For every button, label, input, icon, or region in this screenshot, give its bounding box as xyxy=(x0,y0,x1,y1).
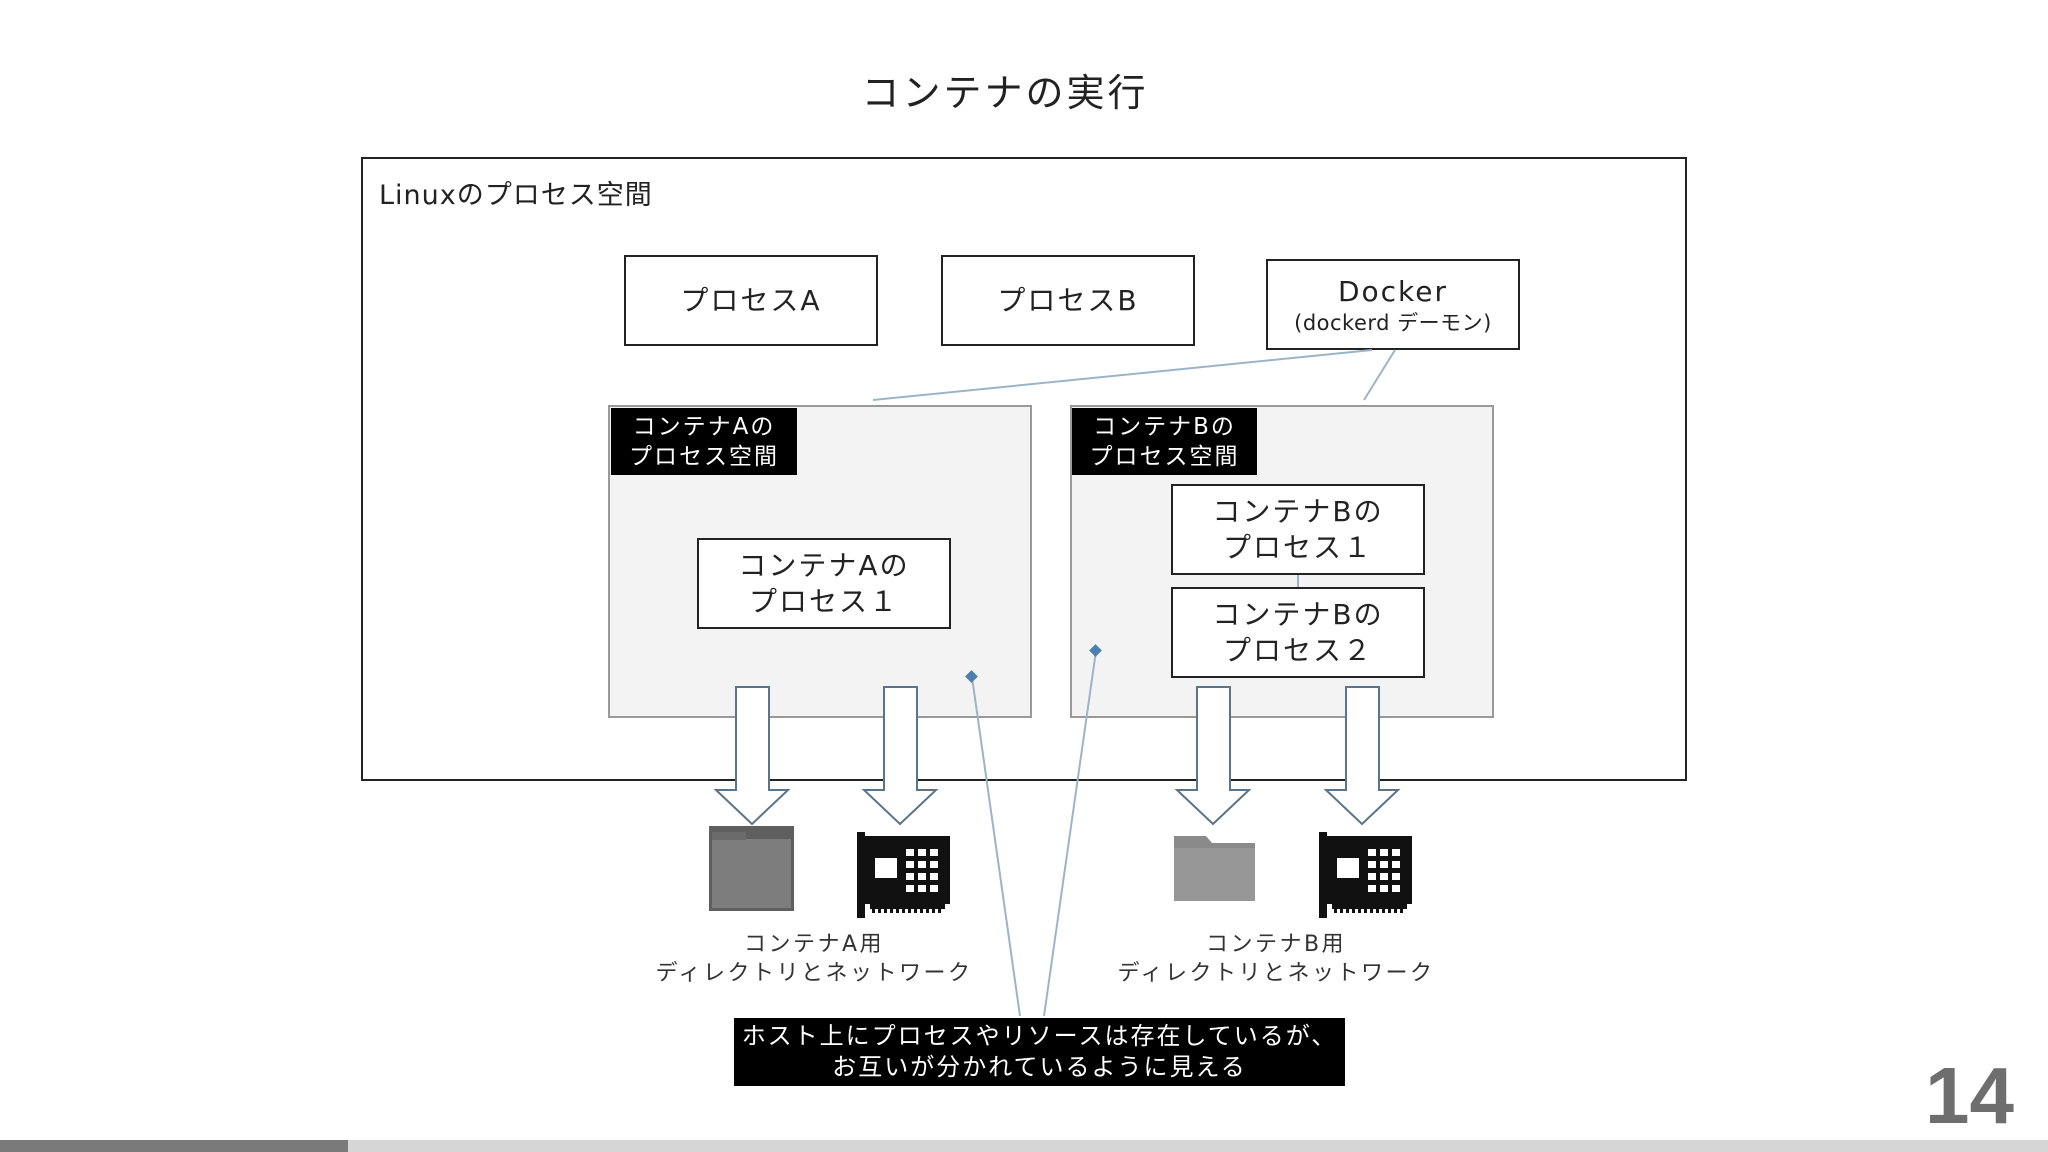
container-a-namespace-label-line1: コンテナAの xyxy=(632,413,776,440)
container-b-process-1-line1: コンテナBの xyxy=(1212,494,1384,528)
container-a-resources-line2: ディレクトリとネットワーク xyxy=(655,961,973,986)
network-card-icon xyxy=(857,832,950,918)
docker-daemon-box: Docker (dockerd デーモン) xyxy=(1266,259,1520,350)
callout-pointer-b xyxy=(1043,650,1097,1017)
container-b-process-1-box: コンテナBの プロセス１ xyxy=(1171,484,1425,575)
docker-to-container-a-connector xyxy=(872,349,1373,401)
docker-to-container-b-connector xyxy=(1363,349,1396,401)
callout-pointer-a-marker xyxy=(965,670,978,683)
arrow-b-directory xyxy=(1174,686,1252,826)
folder-icon xyxy=(709,826,794,911)
dockerd-label: (dockerd デーモン) xyxy=(1294,310,1492,335)
container-a-process-1-line2: プロセス１ xyxy=(748,584,899,618)
container-b-process-2-box: コンテナBの プロセス２ xyxy=(1171,587,1425,678)
callout-pointer-b-marker xyxy=(1089,644,1102,657)
container-b-process-2-line1: コンテナBの xyxy=(1212,597,1384,631)
container-a-namespace-label: コンテナAの プロセス空間 xyxy=(611,408,797,475)
process-a-box: プロセスA xyxy=(624,255,878,346)
process-b-box: プロセスB xyxy=(941,255,1195,346)
arrow-a-network xyxy=(861,686,939,826)
process-a-label: プロセスA xyxy=(680,283,822,317)
container-b-resources-line1: コンテナB用 xyxy=(1205,932,1347,957)
callout-pointer-a xyxy=(971,676,1021,1017)
container-b-resources-label: コンテナB用 ディレクトリとネットワーク xyxy=(1096,930,1456,988)
arrow-b-network xyxy=(1323,686,1401,826)
container-b-process-2-line2: プロセス２ xyxy=(1222,633,1373,667)
container-a-resources-line1: コンテナA用 xyxy=(743,932,885,957)
network-card-icon xyxy=(1319,832,1412,918)
callout-line2: お互いが分かれているように見える xyxy=(832,1053,1247,1081)
slide-progress-bar[interactable] xyxy=(0,1140,2048,1152)
callout-line1: ホスト上にプロセスやリソースは存在しているが、 xyxy=(741,1022,1338,1050)
folder-icon xyxy=(1174,836,1255,901)
container-a-resources-label: コンテナA用 ディレクトリとネットワーク xyxy=(634,930,994,988)
container-b-process-1-line2: プロセス１ xyxy=(1222,530,1373,564)
container-b-namespace-label: コンテナBの プロセス空間 xyxy=(1072,408,1257,475)
container-a-process-1-line1: コンテナAの xyxy=(738,548,910,582)
container-b-namespace-label-line2: プロセス空間 xyxy=(1089,443,1240,470)
page-number: 14 xyxy=(1925,1051,2014,1140)
arrow-a-directory xyxy=(713,686,791,826)
container-a-namespace-label-line2: プロセス空間 xyxy=(629,443,779,470)
container-b-resources-line2: ディレクトリとネットワーク xyxy=(1117,961,1435,986)
slide-progress-fill xyxy=(0,1140,349,1152)
docker-label: Docker xyxy=(1337,274,1449,308)
isolation-callout: ホスト上にプロセスやリソースは存在しているが、 お互いが分かれているように見える xyxy=(734,1018,1345,1086)
container-a-process-1-box: コンテナAの プロセス１ xyxy=(697,538,951,629)
linux-process-space-label: Linuxのプロセス空間 xyxy=(379,180,653,211)
process-b-label: プロセスB xyxy=(997,283,1139,317)
slide-title: コンテナの実行 xyxy=(861,71,1149,115)
container-b-namespace-label-line1: コンテナBの xyxy=(1093,413,1236,440)
